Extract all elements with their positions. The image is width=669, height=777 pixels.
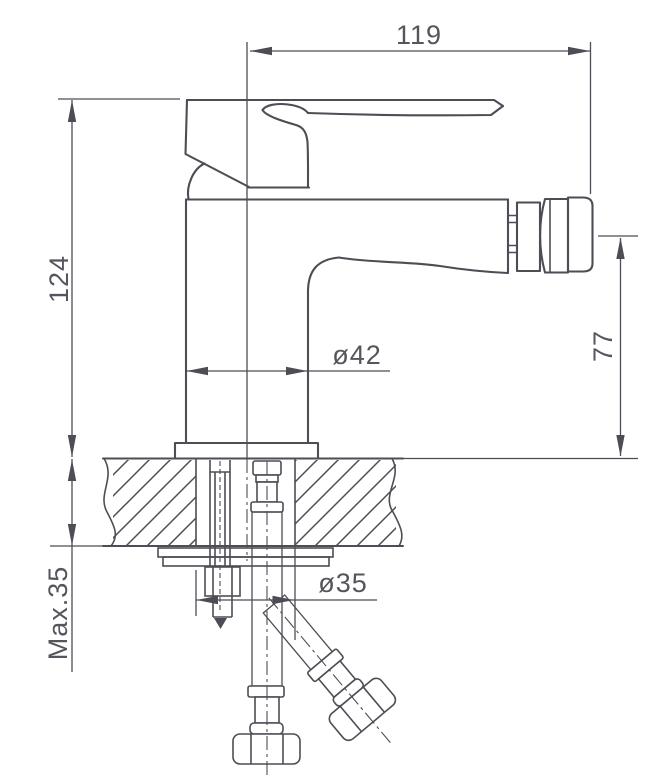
- faucet-spout: [337, 198, 510, 275]
- counter-left-break: [103, 458, 117, 547]
- mounting-plate: [157, 547, 334, 567]
- dim-label-spout-reach: 119: [396, 20, 442, 50]
- counter-right-break: [388, 458, 403, 547]
- dimension-spout-reach: [250, 46, 590, 56]
- ext-lines-hole: [195, 546, 296, 640]
- dim-label-body-height: 124: [44, 255, 74, 303]
- faucet-outline: [173, 98, 594, 460]
- supply-hose-vertical: [232, 460, 301, 776]
- dimension-hole-diameter: [196, 595, 377, 605]
- dim-label-hole-diameter: ø35: [318, 568, 368, 598]
- dim-label-base-diameter: ø42: [332, 340, 382, 370]
- dimension-max-deck-thickness: [67, 459, 77, 672]
- mounting-stud: [204, 460, 241, 629]
- faucet-body: [184, 162, 510, 445]
- faucet-handle: [184, 98, 505, 189]
- dim-label-outlet-height: 77: [588, 330, 618, 362]
- countertop-section: [101, 457, 405, 548]
- dim-label-max-deck-thickness: Max.35: [43, 566, 73, 661]
- supply-hose-angled: [262, 594, 397, 746]
- mounting-hole-walls: [195, 459, 296, 546]
- dimension-outlet-height: [616, 237, 625, 457]
- faucet-aerator: [507, 196, 594, 274]
- angled-hose-centerline: [268, 597, 393, 746]
- dimension-base-diameter: [186, 366, 390, 376]
- dimension-body-height: [67, 100, 77, 457]
- stud-tip: [214, 618, 227, 629]
- reference-lines: [50, 42, 638, 640]
